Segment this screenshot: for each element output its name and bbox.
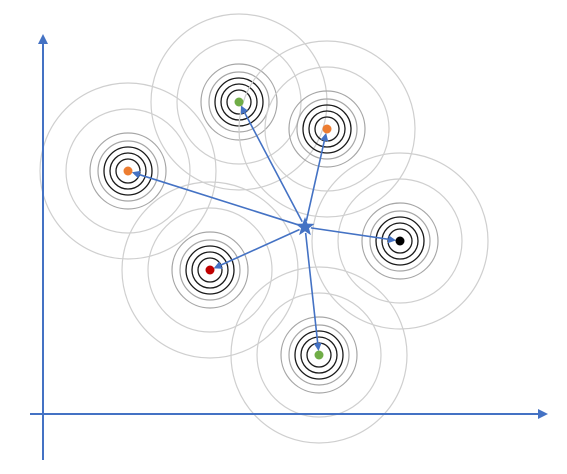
contour-ring <box>185 245 235 295</box>
arrow-to-orange-right <box>305 132 329 222</box>
contour-ring <box>179 239 241 301</box>
contour-ring <box>280 316 358 394</box>
contour-ring <box>296 98 358 160</box>
arrow-to-green-bottom <box>304 232 322 352</box>
cluster-black-right-rings <box>311 152 489 330</box>
axes <box>30 34 548 460</box>
arrows-layer <box>131 105 397 352</box>
arrow-to-green-top <box>240 105 303 223</box>
contour-ring <box>381 222 419 260</box>
centroid-black-right <box>395 236 405 246</box>
arrow-to-orange-left <box>131 170 300 226</box>
centroid-green-bottom <box>314 350 324 360</box>
contour-ring <box>311 152 489 330</box>
cluster-orange-left-rings <box>39 82 217 260</box>
contour-ring <box>300 336 338 374</box>
contour-ring <box>109 152 147 190</box>
contour-ring <box>226 89 252 115</box>
arrow-to-red-mid <box>213 228 300 269</box>
contour-ring <box>197 257 223 283</box>
contour-ring <box>288 90 366 168</box>
contour-ring <box>375 216 425 266</box>
contour-ring <box>65 108 191 234</box>
star-icon <box>295 217 315 236</box>
arrow-to-black-right <box>310 227 397 244</box>
centroid-orange-right <box>322 124 332 134</box>
centroid-green-top <box>234 97 244 107</box>
contour-ring <box>89 132 167 210</box>
contour-ring <box>369 210 431 272</box>
contour-ring <box>238 40 416 218</box>
contour-ring <box>147 207 273 333</box>
contour-ring <box>97 140 159 202</box>
cluster-orange-right-rings <box>238 40 416 218</box>
contour-ring <box>308 110 346 148</box>
contour-ring <box>302 104 352 154</box>
contour-ring <box>230 266 408 444</box>
contour-ring <box>150 13 328 191</box>
dots-layer <box>123 97 405 360</box>
contour-ring <box>171 231 249 309</box>
contour-ring <box>39 82 217 260</box>
centroid-orange-left <box>123 166 133 176</box>
contour-ring <box>361 202 439 280</box>
cluster-green-bottom-rings <box>230 266 408 444</box>
contour-ring <box>294 330 344 380</box>
contour-ring <box>337 178 463 304</box>
contour-ring <box>103 146 153 196</box>
contour-ring <box>200 63 278 141</box>
contour-ring <box>288 324 350 386</box>
rings-layer <box>39 13 489 444</box>
contour-ring <box>191 251 229 289</box>
contour-ring <box>256 292 382 418</box>
centroid-red-mid <box>205 265 215 275</box>
